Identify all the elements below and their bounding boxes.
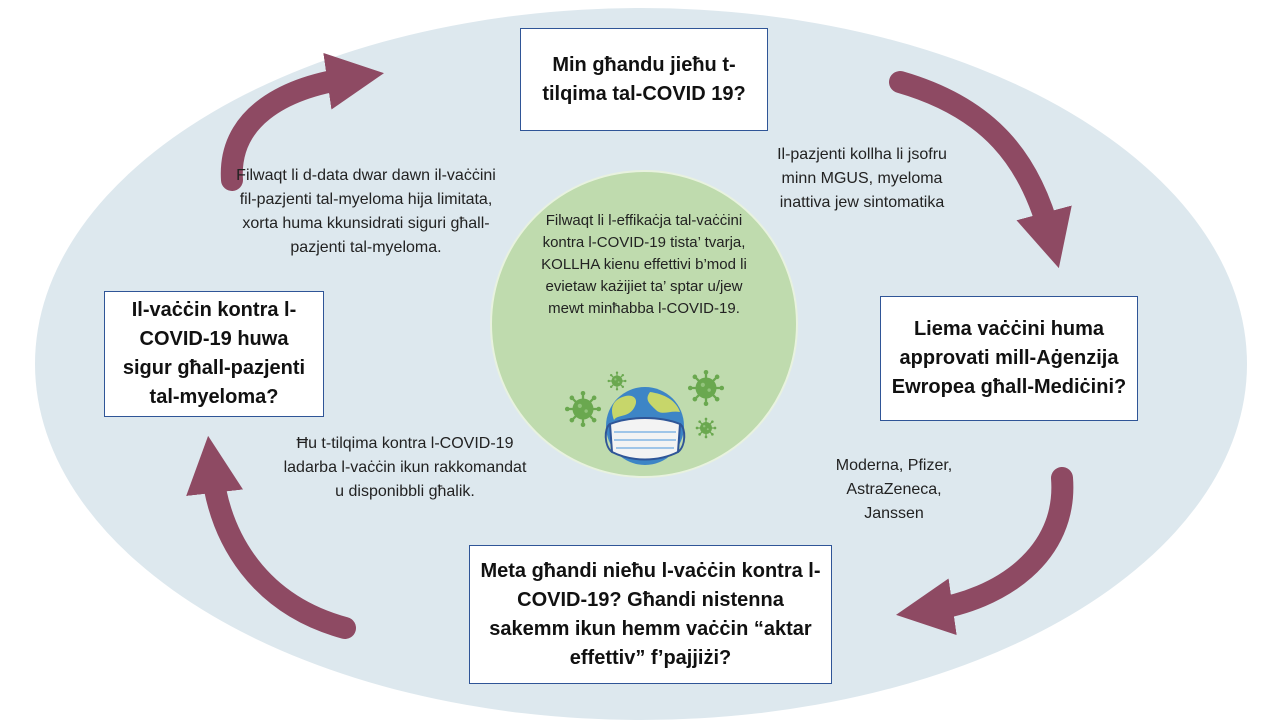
arrow-bottom-left [186, 435, 356, 639]
virus-icon [695, 417, 717, 439]
question-bottom-text: Meta għandi nieħu l-vaċċin kontra l-COVI… [480, 559, 821, 669]
virus-icon [606, 370, 628, 392]
question-box-right: Liema vaċċini huma approvati mill-Aġenzi… [880, 296, 1138, 421]
virus-icon [686, 368, 726, 408]
globe-with-mask-icon [604, 387, 686, 465]
question-top-text: Min għandu jieħu t-tilqima tal-COVID 19? [542, 53, 746, 105]
question-left-text: Il-vaċċin kontra l-COVID-19 huwa sigur g… [122, 299, 306, 408]
answer-top-right: Il-pazjenti kollha li jsofru minn MGUS, … [777, 146, 947, 211]
answer-bottom-left: Ħu t-tilqima kontra l-COVID-19 ladarba l… [283, 435, 527, 500]
question-box-top: Min għandu jieħu t-tilqima tal-COVID 19? [520, 28, 768, 131]
arrow-bottom-right [896, 467, 1074, 636]
arrow-top-right [889, 71, 1072, 269]
arrow-top-left [220, 52, 384, 191]
question-box-bottom: Meta għandi nieħu l-vaċċin kontra l-COVI… [469, 545, 832, 684]
answer-left-top: Filwaqt li d-data dwar dawn il-vaċċini f… [236, 167, 496, 256]
answer-right-bottom: Moderna, Pfizer, AstraZeneca, Janssen [835, 457, 953, 522]
virus-icon [563, 389, 603, 429]
question-box-left: Il-vaċċin kontra l-COVID-19 huwa sigur g… [104, 291, 324, 417]
center-text: Filwaqt li l-effikaċja tal-vaċċini kontr… [541, 212, 747, 317]
question-right-text: Liema vaċċini huma approvati mill-Aġenzi… [891, 318, 1127, 398]
